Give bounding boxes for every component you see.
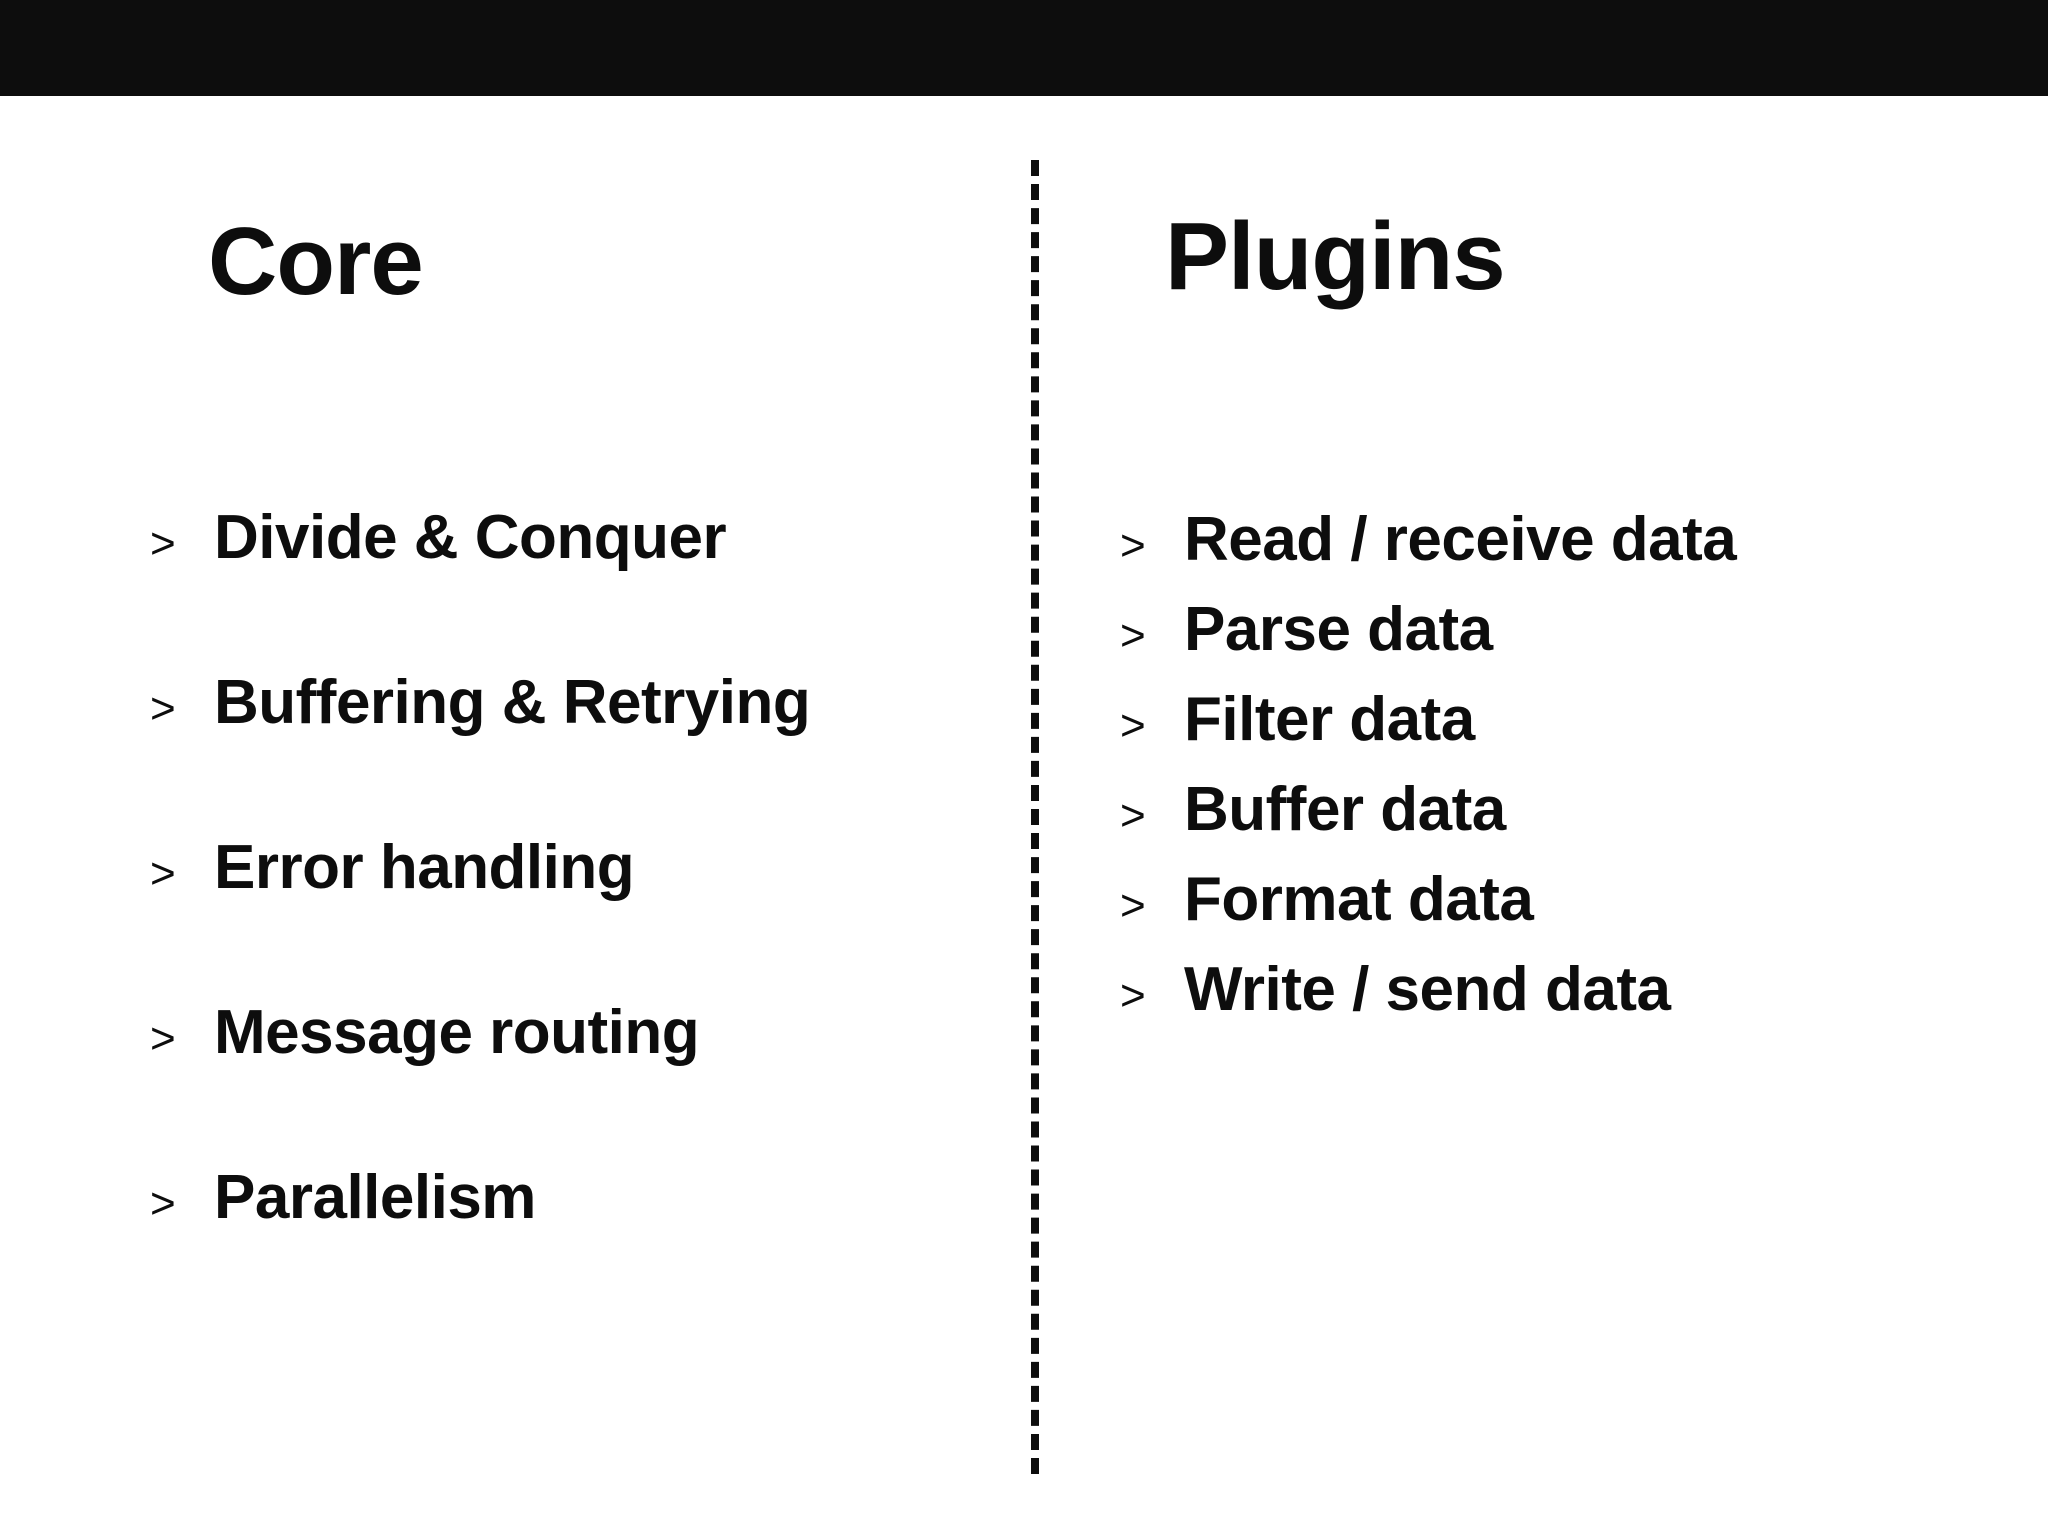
column-plugins-list: > Read / receive data > Parse data > Fil… — [1120, 505, 1990, 1024]
list-item-label: Message routing — [214, 997, 700, 1067]
chevron-right-icon: > — [150, 1013, 176, 1063]
list-item: > Parse data — [1120, 594, 1990, 664]
column-core-list: > Divide & Conquer > Buffering & Retryin… — [150, 503, 980, 1232]
chevron-right-icon: > — [150, 848, 176, 898]
list-item-label: Filter data — [1184, 684, 1475, 754]
list-item: > Error handling — [150, 832, 980, 902]
list-item: > Divide & Conquer — [150, 503, 980, 572]
chevron-right-icon: > — [1120, 521, 1146, 570]
chevron-right-icon: > — [1120, 880, 1146, 930]
list-item-label: Error handling — [214, 832, 635, 902]
list-item-label: Read / receive data — [1184, 505, 1737, 574]
chevron-right-icon: > — [1120, 790, 1146, 840]
list-item: > Write / send data — [1120, 954, 1990, 1024]
list-item-label: Parse data — [1184, 594, 1493, 664]
list-item-label: Divide & Conquer — [214, 503, 727, 572]
chevron-right-icon: > — [1120, 970, 1146, 1020]
list-item-label: Buffer data — [1184, 774, 1506, 844]
slide-content: Core > Divide & Conquer > Buffering & Re… — [0, 96, 2048, 1536]
list-item: > Read / receive data — [1120, 505, 1990, 574]
column-core-title: Core — [208, 208, 424, 315]
column-plugins-title: Plugins — [1165, 203, 1506, 310]
list-item: > Parallelism — [150, 1162, 980, 1232]
chevron-right-icon: > — [1120, 610, 1146, 660]
top-black-band — [0, 0, 2048, 96]
column-core: Core > Divide & Conquer > Buffering & Re… — [150, 96, 980, 1232]
list-item: > Format data — [1120, 864, 1990, 934]
list-item-label: Buffering & Retrying — [214, 667, 811, 737]
chevron-right-icon: > — [150, 1178, 176, 1228]
list-item: > Buffering & Retrying — [150, 667, 980, 737]
chevron-right-icon: > — [150, 683, 176, 733]
list-item-label: Format data — [1184, 864, 1534, 934]
list-item-label: Write / send data — [1184, 954, 1671, 1024]
chevron-right-icon: > — [150, 519, 176, 568]
chevron-right-icon: > — [1120, 700, 1146, 750]
list-item: > Buffer data — [1120, 774, 1990, 844]
column-plugins: Plugins > Read / receive data > Parse da… — [1120, 96, 1990, 1024]
list-item: > Filter data — [1120, 684, 1990, 754]
list-item: > Message routing — [150, 997, 980, 1067]
list-item-label: Parallelism — [214, 1162, 536, 1232]
dashed-column-divider — [1031, 160, 1039, 1474]
